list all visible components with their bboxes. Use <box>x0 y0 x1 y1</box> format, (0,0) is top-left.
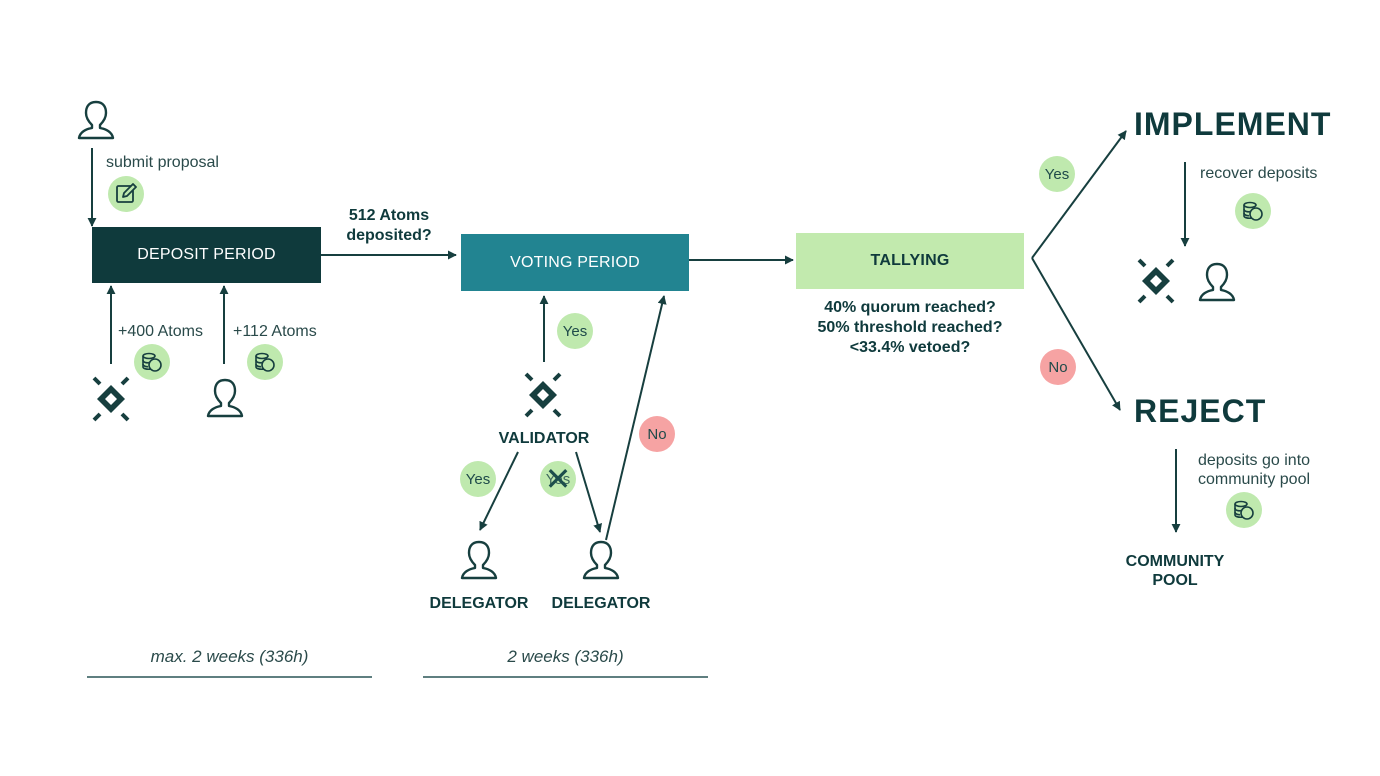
deposit-period-box: DEPOSIT PERIOD <box>92 227 321 283</box>
threshold-condition: 50% threshold reached? <box>817 319 1003 336</box>
voting-period-box: VOTING PERIOD <box>461 234 689 291</box>
submit-proposal-label: submit proposal <box>106 154 219 171</box>
veto-condition: <33.4% vetoed? <box>849 339 971 356</box>
atoms-112-label: +112 Atoms <box>233 323 317 340</box>
community-pool-label: COMMUNITY POOL <box>1115 552 1235 590</box>
community-line-2: POOL <box>1152 572 1198 589</box>
yes-badge-crossed: Yes ✕ <box>540 461 576 497</box>
community-line-1: COMMUNITY <box>1125 553 1225 570</box>
validator-icon <box>92 376 130 422</box>
deposited-line-2: deposited? <box>346 227 432 244</box>
reject-heading: REJECT <box>1134 393 1267 429</box>
coins-icon <box>1226 492 1262 528</box>
deposited-question: 512 Atoms deposited? <box>330 206 448 246</box>
voting-duration-label: 2 weeks (336h) <box>507 647 624 666</box>
deposit-duration-label: max. 2 weeks (336h) <box>150 647 309 666</box>
delegator-label: DELEGATOR <box>551 595 651 612</box>
validator-label: VALIDATOR <box>498 430 590 447</box>
tallying-box: TALLYING <box>796 233 1024 289</box>
coins-icon <box>1235 193 1271 229</box>
delegator-label: DELEGATOR <box>429 595 529 612</box>
user-icon <box>460 540 498 580</box>
edit-icon <box>108 176 144 212</box>
tally-conditions: 40% quorum reached? 50% threshold reache… <box>790 298 1030 358</box>
deposits-pool-label: deposits go into community pool <box>1186 451 1322 489</box>
deposits-pool-line-2: community pool <box>1197 471 1311 488</box>
user-icon <box>77 100 115 140</box>
validator-icon <box>524 372 562 418</box>
tallying-label: TALLYING <box>870 252 950 269</box>
voting-period-label: VOTING PERIOD <box>510 253 640 271</box>
implement-heading: IMPLEMENT <box>1134 106 1332 142</box>
coins-icon <box>247 344 283 380</box>
no-badge: No <box>1040 349 1076 385</box>
deposits-pool-line-1: deposits go into <box>1197 452 1311 469</box>
user-icon <box>206 378 244 418</box>
validator-icon <box>1137 258 1175 304</box>
user-icon <box>1198 262 1236 302</box>
quorum-condition: 40% quorum reached? <box>824 299 996 316</box>
yes-badge: Yes <box>1039 156 1075 192</box>
recover-deposits-label: recover deposits <box>1200 165 1318 182</box>
yes-badge: Yes <box>460 461 496 497</box>
yes-badge: Yes <box>557 313 593 349</box>
cross-icon: ✕ <box>544 461 572 497</box>
yes-badge-crossed-label: Yes <box>545 470 571 488</box>
voting-duration-underline <box>423 676 708 678</box>
deposited-line-1: 512 Atoms <box>348 207 430 224</box>
no-badge: No <box>639 416 675 452</box>
coins-icon <box>134 344 170 380</box>
deposit-duration-underline <box>87 676 372 678</box>
user-icon <box>582 540 620 580</box>
deposit-period-label: DEPOSIT PERIOD <box>137 246 276 263</box>
atoms-400-label: +400 Atoms <box>118 323 203 340</box>
